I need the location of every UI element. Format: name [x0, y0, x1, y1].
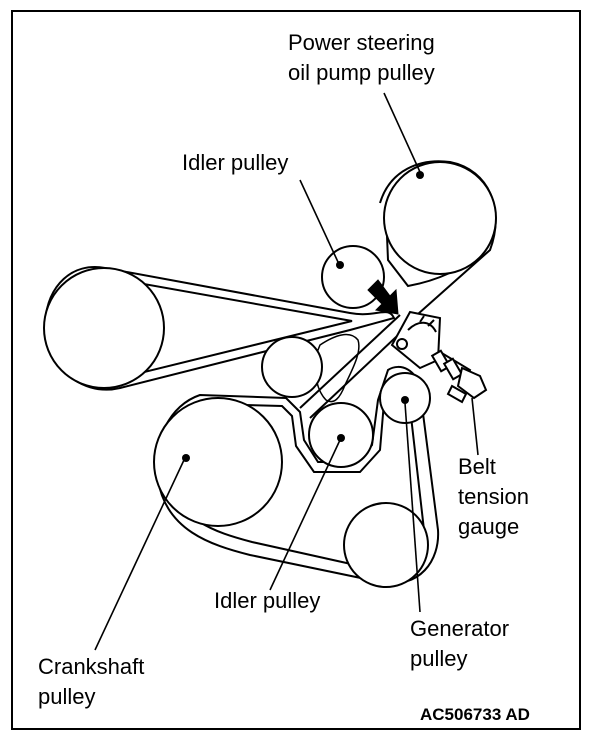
leader-generator [404, 402, 421, 613]
figure-code: AC506733 AD [420, 705, 530, 724]
crankshaft-label-line1: Crankshaft [38, 654, 145, 679]
small-pulley-center [261, 336, 323, 398]
left-large-pulley [43, 267, 165, 389]
lower-right-pulley [343, 502, 429, 588]
crankshaft-pulley [153, 397, 283, 527]
measure-arrow [367, 279, 399, 315]
idler-bottom-label: Idler pulley [214, 588, 321, 613]
leader-crankshaft [94, 459, 185, 651]
leader-idler-top [299, 179, 339, 263]
belt-gauge-label-line1: Belt [458, 454, 496, 479]
leader-ps-pump [383, 92, 421, 173]
ps-pump-pulley [383, 161, 497, 275]
belt-gauge-label-line2: tension [458, 484, 529, 509]
generator-label-line1: Generator [410, 616, 510, 641]
generator-label-line2: pulley [410, 646, 468, 671]
leader-belt-gauge [471, 397, 479, 456]
leader-idler-bottom [269, 439, 341, 591]
ps-pump-label-line1: Power steering [288, 30, 435, 55]
belt-tension-gauge [390, 310, 488, 404]
belt-gauge-label-line3: gauge [458, 514, 520, 539]
crankshaft-label-line2: pulley [38, 684, 96, 709]
idler-top-label: Idler pulley [182, 150, 289, 175]
ps-pump-label-line2: oil pump pulley [288, 60, 435, 85]
idler-pulley-top [321, 245, 385, 309]
